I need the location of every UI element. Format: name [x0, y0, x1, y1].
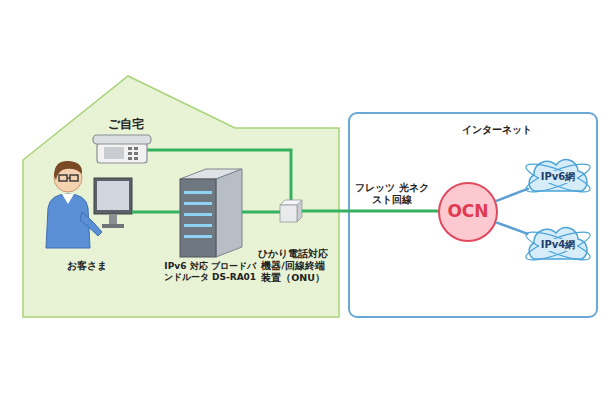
customer-illustration — [46, 161, 132, 248]
node-label: IPv6網 — [539, 171, 578, 184]
connector-line — [496, 188, 529, 201]
text-slot: IPv6網 — [524, 155, 592, 199]
node-label: ひかり電話対応 機器/回線終端 装置（ONU） — [256, 248, 330, 284]
ocn-circle — [439, 183, 497, 241]
ipv4-cloud: IPv4網 — [524, 223, 592, 267]
connector-line — [242, 211, 280, 214]
network-cloud — [523, 227, 592, 265]
text-slot: ひかり電話対応 機器/回線終端 装置（ONU） — [256, 248, 330, 284]
onu-node-shape — [280, 200, 302, 222]
router-node-shape — [180, 167, 242, 257]
text-slot: OCN — [438, 182, 498, 242]
router-node: IPv6 対応 ブロードバンドルータ DS-RA01 — [180, 167, 242, 257]
internet-region: インターネット OCN IPv6網 IPv4網 — [348, 112, 598, 318]
node-label: ご自宅 — [108, 117, 144, 132]
connector-line — [302, 210, 438, 213]
onu-node: ひかり電話対応 機器/回線終端 装置（ONU） — [280, 200, 302, 222]
onu-illustration — [280, 200, 302, 222]
connector-line — [132, 211, 180, 214]
node-label: インターネット — [462, 124, 532, 137]
node-label: OCN — [447, 201, 488, 222]
node-label: IPv4網 — [539, 239, 578, 252]
text-slot: ご自宅 — [108, 117, 144, 132]
isp-circle: OCN — [438, 182, 498, 242]
node-label: お客さま — [47, 260, 127, 273]
ipv6-cloud: IPv6網 — [524, 155, 592, 199]
text-slot: IPv4網 — [524, 223, 592, 267]
telephone-icon — [93, 135, 151, 163]
home-region: ご自宅お客さまIPv6 対応 ブロードバンドルータ DS-RA01ひかり電話対応… — [22, 75, 340, 318]
house-outline — [23, 76, 339, 317]
text-slot: フレッツ 光ネクスト回線 — [355, 182, 429, 206]
router-illustration — [180, 169, 242, 257]
customer-node: お客さま — [42, 150, 132, 248]
network-cloud — [523, 159, 592, 197]
text-slot: お客さま — [47, 260, 127, 273]
customer-node-shape — [42, 150, 132, 248]
connector-line — [496, 222, 528, 234]
internet-frame — [349, 113, 597, 317]
text-slot: IPv6 対応 ブロードバンドルータ DS-RA01 — [163, 261, 257, 284]
node-label: IPv6 対応 ブロードバンドルータ DS-RA01 — [163, 261, 257, 284]
text-slot: インターネット — [462, 124, 532, 137]
line-label: フレッツ 光ネクスト回線 — [355, 182, 429, 206]
